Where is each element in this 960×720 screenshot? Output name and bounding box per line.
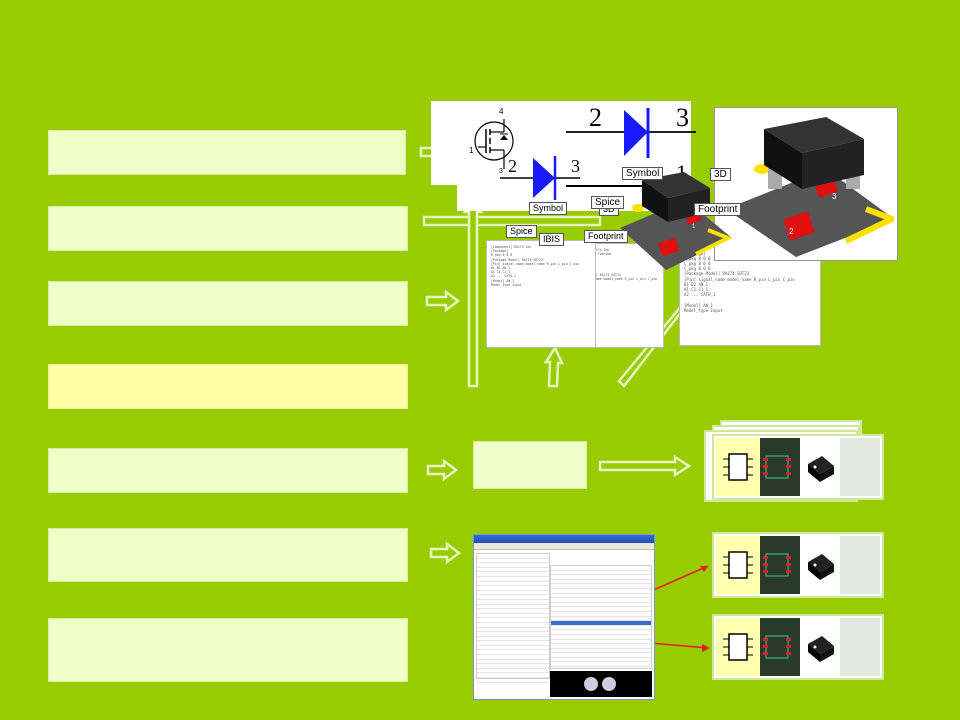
diode-symbol-icon-small — [500, 156, 580, 200]
chip-package-icon — [808, 456, 834, 482]
left-box-6 — [48, 528, 408, 582]
arrow-up-2 — [543, 345, 564, 388]
center-small-box — [473, 441, 587, 489]
arrow-right-5 — [426, 458, 459, 482]
left-box-4-highlighted — [48, 364, 408, 409]
mosfet-pin-3: 3 — [499, 168, 503, 175]
left-box-1 — [48, 130, 406, 175]
window-list-left — [476, 553, 550, 683]
card3-extra — [840, 618, 880, 676]
arrow-right-3 — [425, 289, 461, 313]
tag-footprint-front: Footprint — [694, 203, 742, 216]
ibis-document-front: [Component] RA174-1hn [Package] R_pkg 0 … — [486, 240, 596, 348]
diode-small-num-2: 2 — [508, 156, 517, 176]
left-box-2 — [48, 206, 408, 251]
diode-symbol-icon-large — [566, 108, 696, 158]
tag-ibis: IBIS — [539, 233, 565, 246]
pad-num-3-large: 3 — [832, 192, 837, 201]
arrow-right-6 — [429, 541, 462, 565]
ic-symbol-icon — [723, 453, 753, 481]
software-window-screenshot — [473, 534, 655, 700]
pad-num-2-large: 2 — [789, 227, 794, 236]
window-list-right — [550, 565, 652, 672]
left-box-7 — [48, 618, 408, 682]
tag-3d-front: 3D — [710, 168, 731, 181]
arrow-right-center — [598, 454, 692, 478]
left-box-3 — [48, 281, 408, 326]
diode-large-bottom-line — [566, 185, 696, 187]
pcb-footprint-icon — [763, 455, 791, 479]
tag-spice-front: Spice — [591, 196, 625, 209]
diode-small-num-3: 3 — [571, 156, 580, 176]
tag-symbol-front: Symbol — [622, 167, 664, 180]
sot23-3d-icon-large — [726, 117, 894, 257]
pad-num-1-small: 1 — [692, 224, 696, 230]
tag-footprint-back: Footprint — [584, 230, 628, 243]
mosfet-pin-4: 4 — [499, 107, 504, 116]
window-preview-strip — [550, 671, 652, 697]
tag-symbol-back: Symbol — [529, 202, 568, 215]
window-menubar — [474, 543, 654, 550]
card2-extra — [840, 536, 880, 594]
card1-extra — [840, 438, 880, 496]
mosfet-pin-1: 1 — [469, 146, 474, 155]
tag-spice-back: Spice — [506, 225, 537, 238]
diode-large-num-2: 2 — [589, 103, 602, 132]
left-box-5 — [48, 448, 408, 493]
component-card-2 — [712, 532, 884, 598]
diode-large-num-3: 3 — [676, 103, 689, 132]
window-titlebar — [474, 535, 654, 543]
mosfet-symbol-icon — [474, 119, 514, 169]
